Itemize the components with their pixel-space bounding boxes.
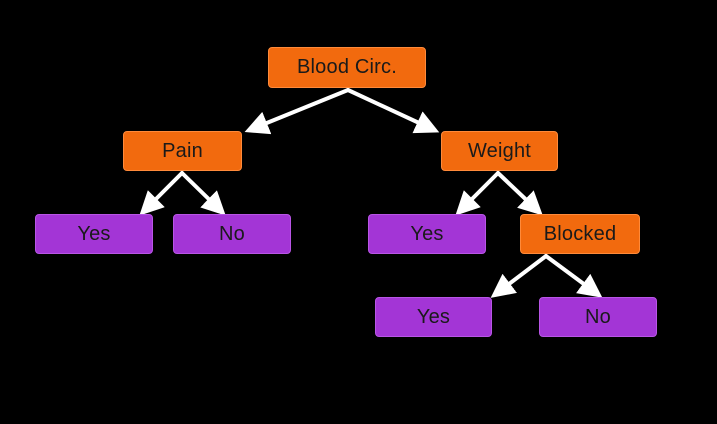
arrow-pain-to-pain_no: [180, 171, 226, 216]
leaf-weight-yes: Yes: [368, 214, 486, 254]
arrow-root-to-pain: [244, 88, 350, 135]
leaf-pain-no: No: [173, 214, 291, 254]
leaf-blocked-no: No: [539, 297, 657, 337]
node-pain: Pain: [123, 131, 242, 171]
arrow-pain-to-pain_yes: [139, 171, 184, 216]
root-node-blood-circ: Blood Circ.: [268, 47, 426, 88]
arrow-weight-to-weight_yes: [455, 171, 500, 216]
leaf-pain-yes: Yes: [35, 214, 153, 254]
leaf-blocked-yes: Yes: [375, 297, 492, 337]
arrow-blocked-to-blocked_yes: [490, 254, 548, 298]
arrow-weight-to-blocked: [496, 171, 543, 216]
arrow-root-to-weight: [346, 88, 440, 134]
node-weight: Weight: [441, 131, 558, 171]
node-blocked: Blocked: [520, 214, 640, 254]
arrow-blocked-to-blocked_no: [544, 254, 603, 298]
